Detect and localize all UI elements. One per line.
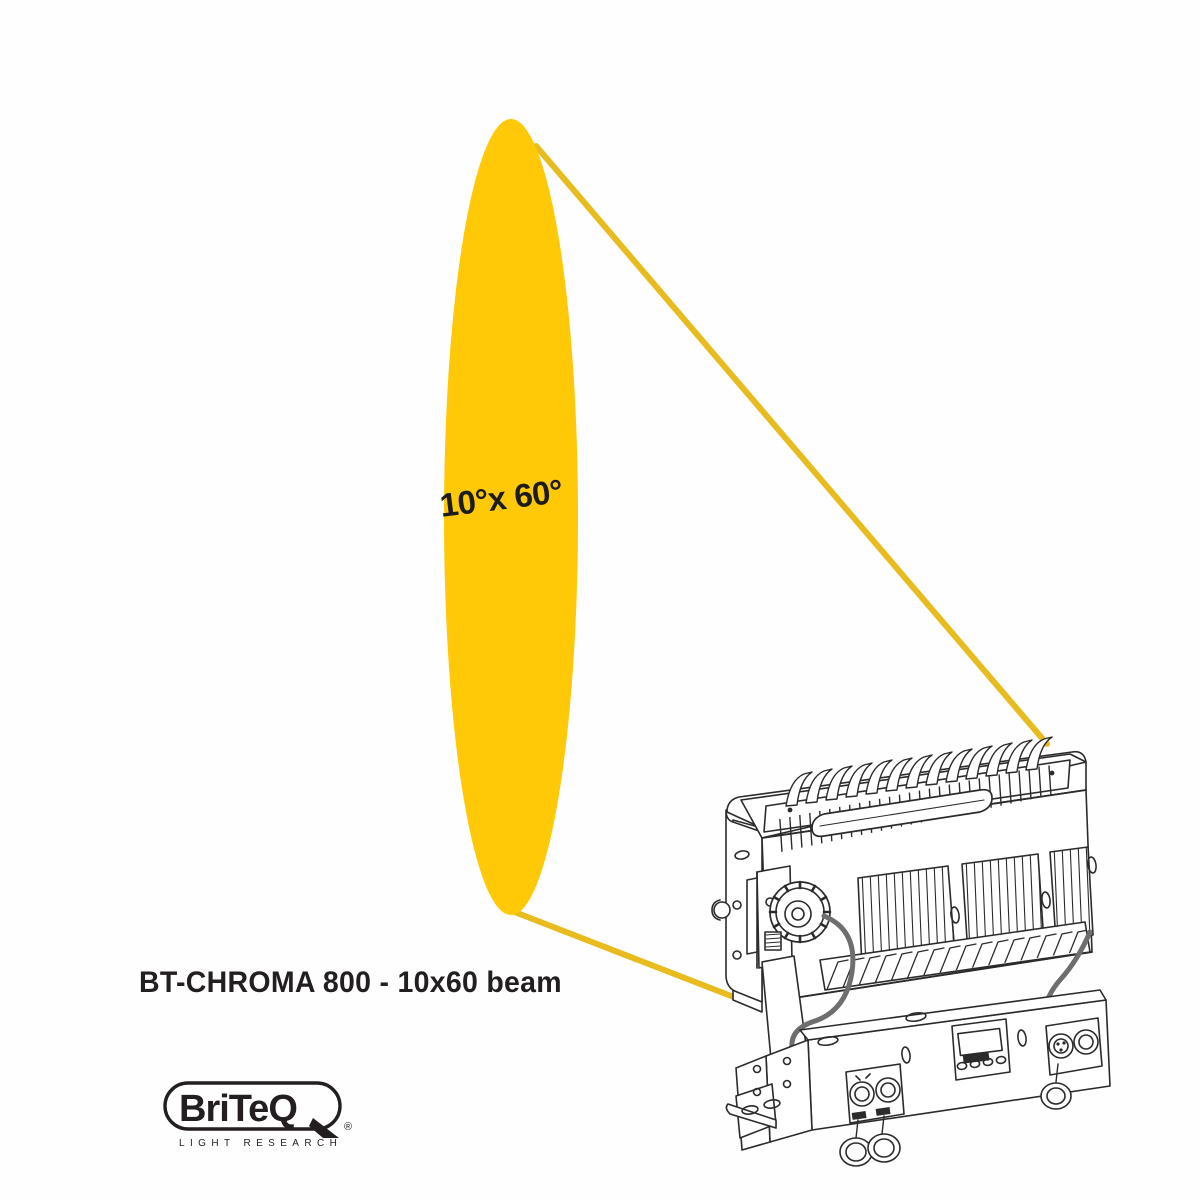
- lower-chevron-band: [819, 921, 1091, 991]
- logo-frame: [163, 1081, 342, 1131]
- power-connectors-left: [839, 1063, 905, 1167]
- dmx-connectors-right: [1040, 1017, 1103, 1110]
- control-panel: [951, 1018, 1011, 1081]
- beam-ellipse: [444, 119, 578, 915]
- logo-tagline: LIGHT RESEARCH: [179, 1138, 342, 1149]
- top-carry-handle: [811, 788, 993, 838]
- control-panel-display: [957, 1027, 1003, 1057]
- tilt-lock-knob: [764, 880, 832, 951]
- briteq-logo-svg: BriTeQ ® LIGHT RESEARCH: [163, 1081, 352, 1149]
- logo-registered-mark: ®: [344, 1121, 352, 1133]
- fin-row-upper: [785, 736, 1053, 807]
- front-edge-details: [711, 850, 750, 960]
- beam-group: [444, 119, 1050, 1004]
- product-caption: BT-CHROMA 800 - 10x60 beam: [139, 966, 562, 999]
- beam-ray-lower: [509, 908, 747, 1004]
- fixture-drawing: [711, 736, 1111, 1167]
- logo-wordmark: BriTeQ: [179, 1088, 297, 1130]
- connector-caps: [839, 1115, 901, 1167]
- beam-ray-upper: [533, 143, 1050, 747]
- logo-q-tail: [309, 1118, 339, 1138]
- briteq-logo: BriTeQ ® LIGHT RESEARCH: [163, 1080, 361, 1152]
